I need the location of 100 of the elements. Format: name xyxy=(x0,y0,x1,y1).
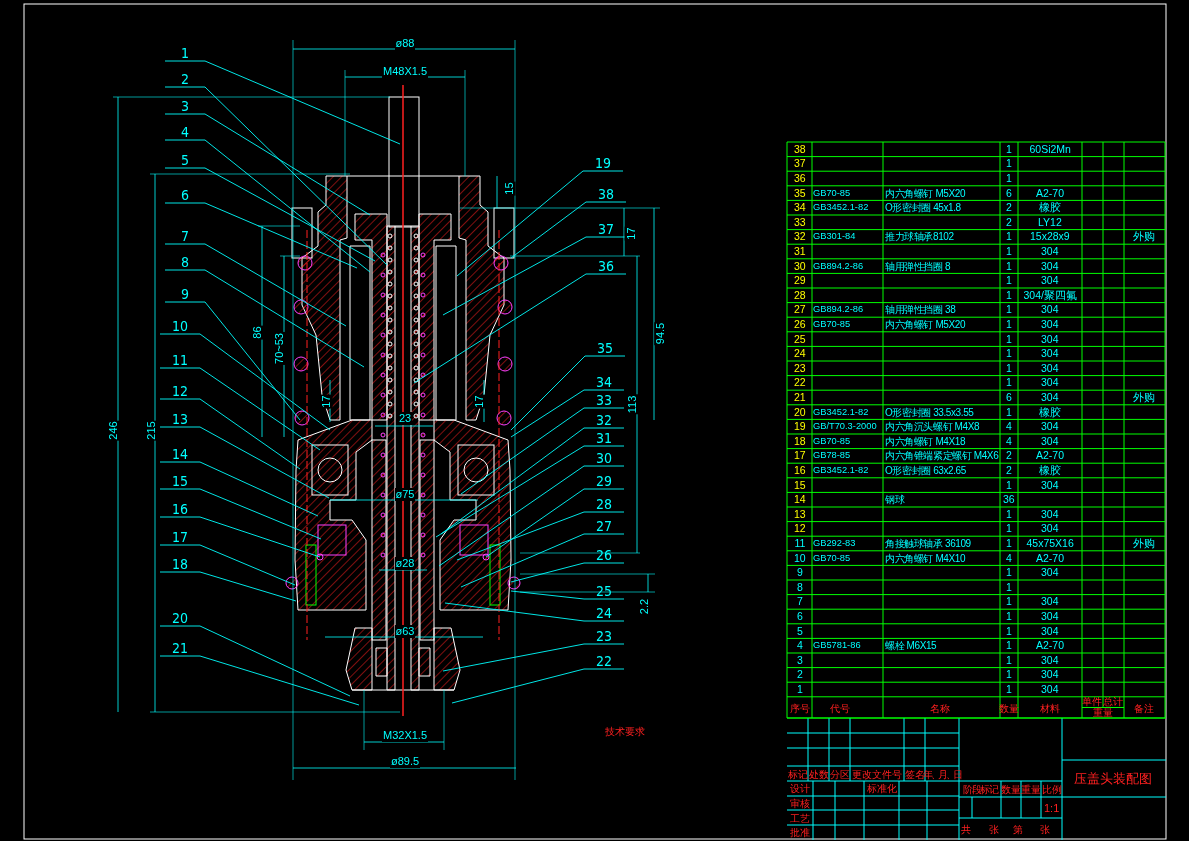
leader-line xyxy=(456,170,624,277)
table-cell: 304 xyxy=(1041,507,1059,521)
table-cell: GB894.2-86 xyxy=(813,303,864,317)
table-cell: LY12 xyxy=(1038,215,1062,229)
title-block-cell: 第 xyxy=(1013,822,1023,836)
table-cell: 4 xyxy=(797,639,803,653)
title-block-cell: 处数 xyxy=(808,767,829,781)
table-cell: GB78-85 xyxy=(813,449,851,463)
table-cell: 304 xyxy=(1041,522,1059,536)
table-cell: 304 xyxy=(1041,478,1059,492)
title-block-cell: 张 xyxy=(989,822,999,836)
leader-line xyxy=(159,426,330,499)
title-block-cell: 重量 xyxy=(1021,782,1041,796)
table-cell: 2 xyxy=(1006,464,1012,477)
table-cell: 304 xyxy=(1041,318,1059,331)
table-cell: 12 xyxy=(794,522,806,536)
table-cell: GB70-85 xyxy=(813,186,851,200)
table-cell: 1 xyxy=(1006,259,1012,273)
table-cell: 1 xyxy=(1006,142,1012,156)
table-cell: 内六角螺钉 M4X10 xyxy=(885,551,966,565)
table-cell: 1 xyxy=(1006,507,1012,521)
table-cell: 1 xyxy=(1006,245,1012,258)
table-cell: 1 xyxy=(1006,595,1012,609)
table-cell: 304 xyxy=(1041,595,1059,609)
table-cell: 1 xyxy=(1006,274,1012,288)
table-cell: 304 xyxy=(1041,347,1059,361)
callout-number: 3 xyxy=(169,98,201,114)
dimension-text: 17 xyxy=(624,225,638,241)
table-header-cell: 总计 xyxy=(1103,697,1123,708)
table-cell: 304 xyxy=(1041,653,1059,667)
callout-number: 26 xyxy=(588,547,620,563)
table-cell: 304 xyxy=(1041,361,1059,375)
leader-line xyxy=(164,113,371,216)
table-cell: 螺栓 M6X15 xyxy=(885,639,937,653)
callout-number: 16 xyxy=(164,501,196,517)
table-header-cell: 单件 xyxy=(1082,697,1102,708)
title-block-cell: 更改文件号 xyxy=(852,767,902,781)
leader-line xyxy=(442,236,627,316)
table-cell: 1 xyxy=(1006,361,1012,375)
leader-line xyxy=(510,389,625,438)
callout-number: 21 xyxy=(164,640,196,656)
table-cell: 橡胶 xyxy=(1039,405,1061,419)
table-cell: 29 xyxy=(794,274,806,288)
table-cell: 33 xyxy=(794,215,806,229)
table-cell: 2 xyxy=(1006,449,1012,463)
leader-line xyxy=(485,488,625,558)
leader-line xyxy=(460,533,625,588)
table-cell: 25 xyxy=(794,332,806,346)
callout-number: 1 xyxy=(169,45,201,61)
dimension-text: ø89.5 xyxy=(390,754,421,768)
table-cell: 轴用弹性挡圈 8 xyxy=(885,259,951,273)
table-cell: 22 xyxy=(794,376,806,390)
table-cell: 橡胶 xyxy=(1039,464,1061,477)
table-cell: 37 xyxy=(794,157,806,171)
callout-number: 33 xyxy=(588,392,620,408)
table-cell: A2-70 xyxy=(1036,186,1065,200)
table-cell: 304 xyxy=(1041,610,1059,623)
table-cell: 内六角锥端紧定螺钉 M4X6 xyxy=(885,449,999,463)
table-cell: 27 xyxy=(794,303,806,317)
callout-number: 8 xyxy=(169,254,201,270)
callout-number: 10 xyxy=(164,318,196,334)
callout-number: 14 xyxy=(164,446,196,462)
table-cell: 外购 xyxy=(1133,230,1155,244)
table-cell: GB894.2-86 xyxy=(813,259,864,273)
callout-number: 13 xyxy=(164,411,196,427)
table-cell: 35 xyxy=(794,186,806,200)
table-cell: 1 xyxy=(1006,230,1012,244)
table-cell: GB301-84 xyxy=(813,230,856,244)
title-block-cell: 标记 xyxy=(787,767,808,781)
table-cell: 4 xyxy=(1006,551,1012,565)
table-cell: 13 xyxy=(794,507,806,521)
table-cell: A2-70 xyxy=(1036,551,1065,565)
title-block-cell: 张 xyxy=(1040,822,1050,836)
table-cell: 6 xyxy=(1006,391,1012,404)
table-cell: 1 xyxy=(1006,610,1012,623)
callout-number: 22 xyxy=(588,653,620,669)
table-cell: 1 xyxy=(1006,288,1012,302)
leader-line xyxy=(438,465,625,567)
leader-line xyxy=(451,668,625,704)
leader-line xyxy=(442,643,625,672)
leader-line xyxy=(460,407,625,495)
leader-line xyxy=(164,139,371,273)
callout-number: 24 xyxy=(588,605,620,621)
callout-number: 11 xyxy=(164,352,196,368)
table-cell: A2-70 xyxy=(1036,449,1065,463)
table-cell: 36 xyxy=(1003,493,1015,507)
table-cell: 31 xyxy=(794,245,806,258)
table-cell: 1 xyxy=(1006,376,1012,390)
table-cell: GB3452.1-82 xyxy=(813,201,869,215)
table-cell: O形密封圈 45x1.8 xyxy=(885,201,961,215)
table-cell: 橡胶 xyxy=(1039,201,1061,215)
table-cell: 内六角螺钉 M5X20 xyxy=(885,318,966,331)
callout-number: 18 xyxy=(164,556,196,572)
title-block-cell: 签名 xyxy=(904,767,925,781)
title-block-cell: 设计 xyxy=(790,781,810,795)
title-block-cell: 1:1 xyxy=(1044,801,1060,815)
table-header-cell: 数量 xyxy=(999,701,1019,715)
table-cell: 304 xyxy=(1041,303,1059,317)
notes-heading: 技术要求 xyxy=(605,724,645,738)
table-cell: 1 xyxy=(1006,683,1012,696)
